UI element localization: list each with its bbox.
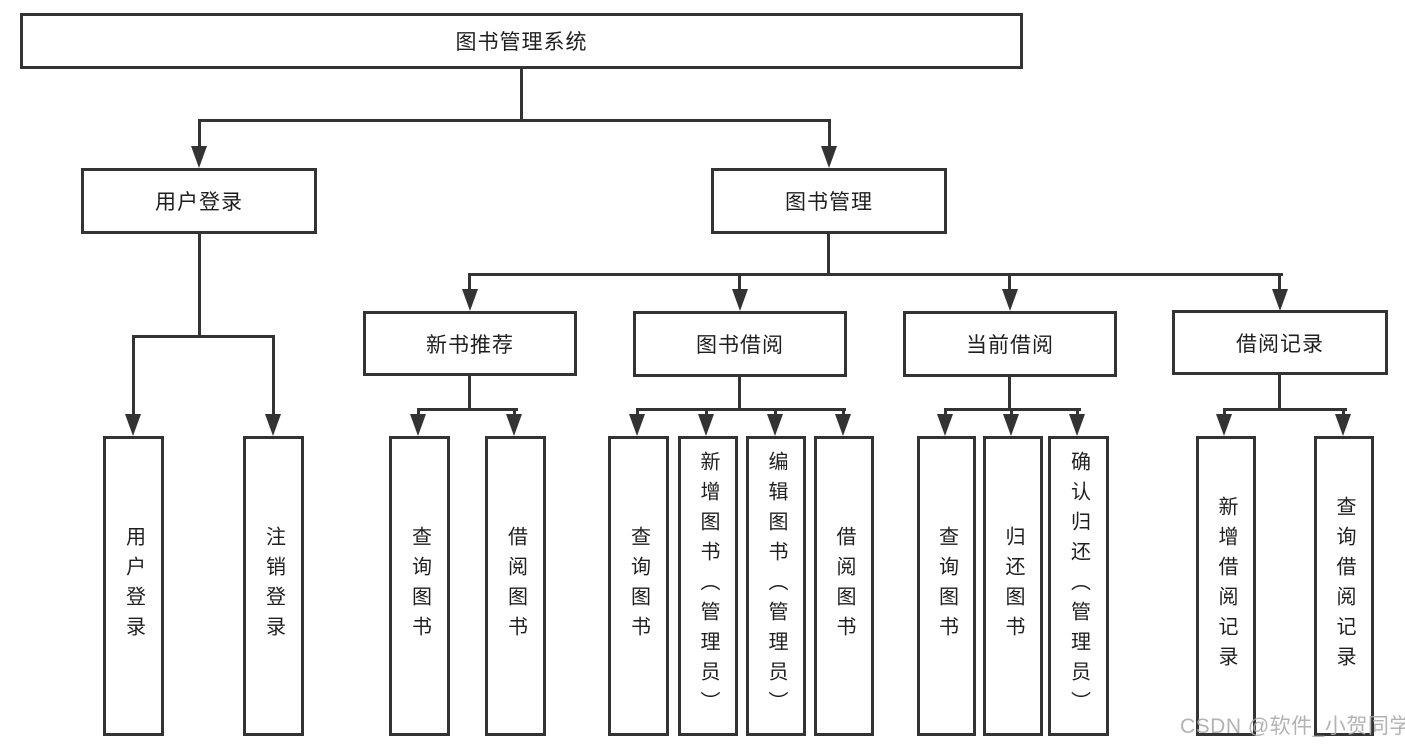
leaf-add-book-admin-label: 新增图书（管理员） xyxy=(697,451,719,721)
leaf-edit-book-admin: 编辑图书（管理员） xyxy=(746,436,806,736)
connector-root-right-stem xyxy=(828,119,831,149)
node-new-book-recommend: 新书推荐 xyxy=(363,311,577,376)
leaf-recommend-borrow-book: 借阅图书 xyxy=(485,436,546,736)
connector-m4-child-stem xyxy=(1342,408,1345,416)
connector-m2-child-stem xyxy=(636,408,639,416)
arrow-down-icon xyxy=(462,289,478,311)
connector-m2-stem xyxy=(738,377,741,408)
connector-mgmt-stem-1 xyxy=(468,273,471,291)
connector-m1-child-stem xyxy=(417,408,420,416)
connector-root-left-stem xyxy=(198,119,201,149)
connector-mgmt-stem-4 xyxy=(1278,273,1281,291)
node-borrow-record-label: 借阅记录 xyxy=(1236,332,1324,356)
connector-m2-child-stem xyxy=(705,408,708,416)
connector-m4-bar xyxy=(1223,408,1347,411)
node-new-book-recommend-label: 新书推荐 xyxy=(426,333,514,357)
arrow-down-icon xyxy=(125,414,141,436)
node-book-borrow: 图书借阅 xyxy=(633,311,847,377)
leaf-borrow-query-book: 查询图书 xyxy=(608,436,669,736)
watermark: CSDN @软件_小贺同学 xyxy=(1180,715,1405,738)
leaf-confirm-return-admin-label: 确认归还（管理员） xyxy=(1067,451,1090,721)
leaf-add-borrow-record: 新增借阅记录 xyxy=(1196,436,1256,736)
node-borrow-record: 借阅记录 xyxy=(1172,310,1388,375)
arrow-down-icon xyxy=(1069,414,1085,436)
arrow-down-icon xyxy=(937,414,953,436)
connector-m2-child-stem xyxy=(774,408,777,416)
connector-m1-child-stem xyxy=(513,408,516,416)
node-current-borrow: 当前借阅 xyxy=(903,311,1117,377)
connector-m4-stem xyxy=(1278,375,1281,408)
node-book-management-label: 图书管理 xyxy=(785,191,873,214)
connector-login-stem xyxy=(198,234,201,335)
leaf-borrow-query-book-label: 查询图书 xyxy=(627,526,650,646)
connector-mgmt-stem-2 xyxy=(738,273,741,291)
leaf-current-query-book: 查询图书 xyxy=(917,436,976,736)
connector-m4-child-stem xyxy=(1223,408,1226,416)
arrow-down-icon xyxy=(265,414,281,436)
leaf-confirm-return-admin: 确认归还（管理员） xyxy=(1048,436,1109,736)
arrow-down-icon xyxy=(1335,414,1351,436)
connector-m3-child-stem xyxy=(944,408,947,416)
connector-root-bar xyxy=(198,119,831,122)
arrow-down-icon xyxy=(821,146,837,168)
node-user-login-label: 用户登录 xyxy=(155,191,243,214)
leaf-borrow-book-label: 借阅图书 xyxy=(833,526,855,646)
leaf-logout-label: 注销登录 xyxy=(262,526,285,646)
node-current-borrow-label: 当前借阅 xyxy=(966,334,1054,357)
leaf-recommend-query-book-label: 查询图书 xyxy=(408,526,431,646)
arrow-down-icon xyxy=(1002,289,1018,311)
connector-m1-bar xyxy=(417,408,518,411)
node-book-borrow-label: 图书借阅 xyxy=(696,334,784,357)
arrow-down-icon xyxy=(506,414,522,436)
leaf-return-book: 归还图书 xyxy=(983,436,1043,736)
arrow-down-icon xyxy=(629,414,645,436)
leaf-query-borrow-record: 查询借阅记录 xyxy=(1314,436,1374,736)
arrow-down-icon xyxy=(767,414,783,436)
arrow-down-icon xyxy=(698,414,714,436)
arrow-down-icon xyxy=(1003,414,1019,436)
leaf-user-login: 用户登录 xyxy=(103,436,164,736)
connector-login-child1-stem xyxy=(132,335,135,415)
connector-m3-child-stem xyxy=(1010,408,1013,416)
node-root-label: 图书管理系统 xyxy=(455,31,588,54)
leaf-add-borrow-record-label: 新增借阅记录 xyxy=(1215,496,1237,676)
connector-m1-stem xyxy=(468,376,471,408)
arrow-down-icon xyxy=(835,414,851,436)
connector-login-child2-stem xyxy=(272,335,275,415)
arrow-down-icon xyxy=(1216,414,1232,436)
connector-root-stem xyxy=(520,69,523,119)
leaf-edit-book-admin-label: 编辑图书（管理员） xyxy=(765,451,787,721)
leaf-recommend-borrow-book-label: 借阅图书 xyxy=(504,526,527,646)
connector-login-bar xyxy=(132,335,275,338)
node-book-management: 图书管理 xyxy=(711,168,947,234)
connector-m3-stem xyxy=(1008,377,1011,408)
leaf-logout: 注销登录 xyxy=(243,436,304,736)
leaf-current-query-book-label: 查询图书 xyxy=(935,526,958,646)
node-user-login: 用户登录 xyxy=(81,168,317,234)
connector-mgmt-stem-3 xyxy=(1008,273,1011,291)
connector-mgmt-stem xyxy=(827,234,830,273)
node-root: 图书管理系统 xyxy=(20,13,1023,69)
leaf-return-book-label: 归还图书 xyxy=(1002,526,1024,646)
connector-m3-child-stem xyxy=(1076,408,1079,416)
leaf-borrow-book: 借阅图书 xyxy=(814,436,874,736)
leaf-user-login-label: 用户登录 xyxy=(122,526,145,646)
leaf-query-borrow-record-label: 查询借阅记录 xyxy=(1333,496,1355,676)
arrow-down-icon xyxy=(1272,289,1288,311)
connector-m2-child-stem xyxy=(842,408,845,416)
connector-m2-bar xyxy=(636,408,846,411)
arrow-down-icon xyxy=(410,414,426,436)
leaf-add-book-admin: 新增图书（管理员） xyxy=(678,436,738,736)
arrow-down-icon xyxy=(191,146,207,168)
arrow-down-icon xyxy=(732,289,748,311)
connector-mgmt-bar xyxy=(468,273,1283,276)
leaf-recommend-query-book: 查询图书 xyxy=(389,436,450,736)
